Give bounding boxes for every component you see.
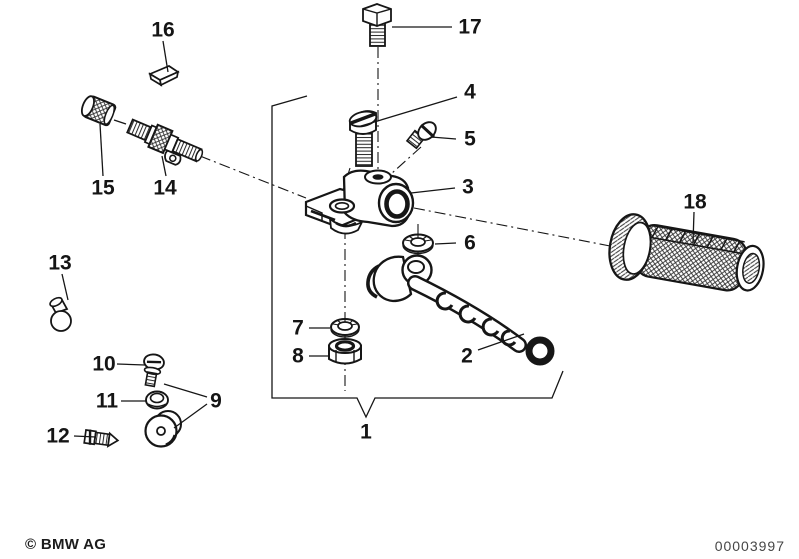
part-12-screw-drawing — [83, 429, 120, 448]
bracket-part-1 — [271, 95, 564, 419]
part-label-8: 8 — [292, 345, 304, 368]
part-label-1: 1 — [360, 421, 372, 444]
part-label-18: 18 — [683, 191, 707, 214]
part-16-wedge-drawing — [148, 65, 180, 87]
part-label-15: 15 — [91, 177, 115, 200]
part-label-9: 9 — [210, 390, 222, 413]
part-2-lever-drawing — [366, 254, 555, 366]
document-number: 00003997 — [714, 538, 785, 554]
part-label-13: 13 — [48, 252, 71, 275]
part-4-screw-drawing — [348, 110, 378, 167]
part-13-cap-drawing — [49, 296, 72, 332]
part-5-screw-drawing — [405, 121, 437, 150]
part-label-7: 7 — [292, 317, 304, 340]
part-15-cap-drawing — [80, 95, 117, 127]
part-3-lever-holder-drawing — [304, 169, 415, 235]
part-11-washer-drawing — [145, 390, 169, 410]
part-17-bolt-drawing — [362, 3, 392, 47]
part-label-3: 3 — [462, 176, 474, 199]
part-18-grip-drawing — [608, 213, 765, 292]
part-14-adjuster-drawing — [126, 118, 204, 166]
part-10-screw-drawing — [143, 353, 165, 388]
part-label-12: 12 — [46, 425, 69, 448]
copyright-text: © BMW AG — [25, 536, 107, 553]
part-label-16: 16 — [151, 19, 174, 42]
part-label-2: 2 — [461, 345, 473, 368]
part-8-nut-drawing — [328, 338, 362, 365]
part-label-11: 11 — [96, 390, 119, 413]
part-label-4: 4 — [464, 81, 476, 104]
part-label-5: 5 — [464, 128, 476, 151]
part-9-disc-drawing — [144, 410, 182, 448]
leader-lines — [61, 26, 695, 438]
part-label-10: 10 — [92, 353, 115, 376]
part-6-washer-drawing — [402, 233, 434, 255]
part-label-6: 6 — [464, 232, 476, 255]
part-label-17: 17 — [458, 16, 481, 39]
part-7-washer-drawing — [330, 318, 360, 338]
part-label-14: 14 — [153, 177, 177, 200]
